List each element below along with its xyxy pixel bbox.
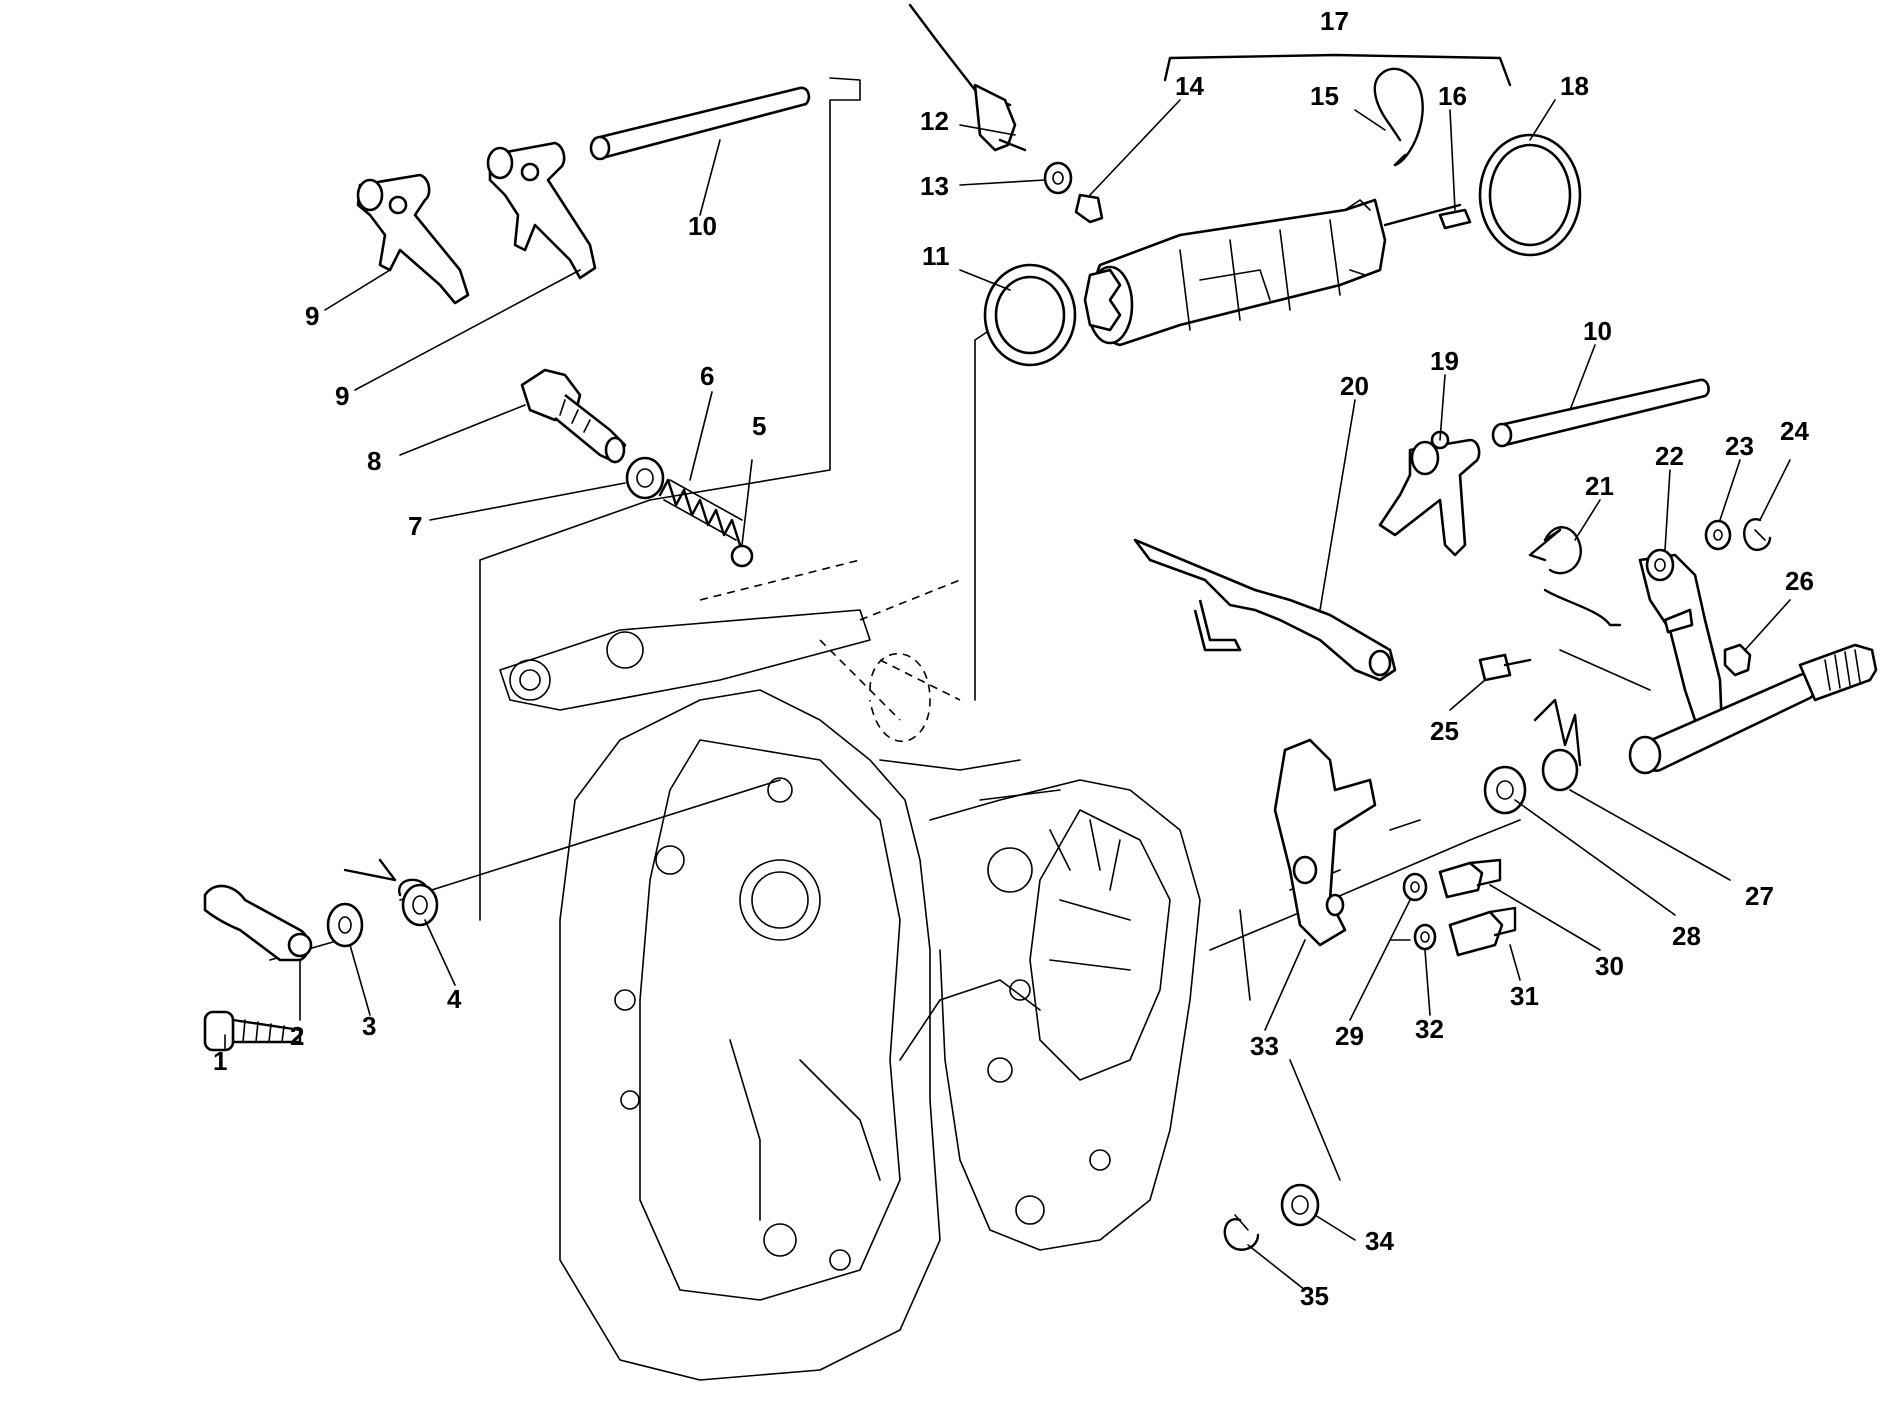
callout-12: 12 — [920, 106, 949, 136]
callout-19: 19 — [1430, 346, 1459, 376]
part-27-shift-shaft — [1533, 643, 1878, 792]
part-9-shift-fork-left — [356, 173, 470, 305]
callout-35: 35 — [1300, 1281, 1329, 1311]
callout-34: 34 — [1365, 1226, 1394, 1256]
part-1-bolt — [203, 1010, 302, 1052]
part-20-selector-arm — [1133, 538, 1397, 682]
crankcase-halves — [499, 559, 1201, 1381]
callout-8: 8 — [367, 446, 381, 476]
callout-20: 20 — [1340, 371, 1369, 401]
callout-5: 5 — [752, 411, 766, 441]
part-35-circlip — [1223, 1214, 1260, 1251]
callout-25: 25 — [1430, 716, 1459, 746]
part-13-washer — [1043, 161, 1073, 195]
part-31-bolt — [1448, 906, 1517, 957]
callout-18: 18 — [1560, 71, 1589, 101]
part-30-bolt — [1438, 858, 1502, 899]
callout-7: 7 — [408, 511, 422, 541]
part-33-plate — [1273, 738, 1377, 947]
callout-11: 11 — [922, 241, 950, 271]
callout-13: 13 — [920, 171, 949, 201]
callout-leader-lines — [224, 99, 1791, 1291]
part-34-washer — [1280, 1183, 1320, 1227]
part-16-dowel — [1438, 208, 1472, 230]
group-bracket-17 — [1163, 53, 1512, 87]
callout-27: 27 — [1745, 881, 1774, 911]
callout-26: 26 — [1785, 566, 1814, 596]
callout-labels: 1 2 3 4 5 6 7 8 9 9 10 10 11 12 13 14 15… — [213, 6, 1814, 1311]
part-28-washer — [1483, 765, 1527, 815]
part-25-bolt — [1478, 653, 1532, 682]
callout-3: 3 — [362, 1011, 376, 1041]
part-18-bearing-ring — [1478, 133, 1582, 257]
part-21-spring — [1528, 526, 1622, 627]
callout-9b: 9 — [335, 381, 349, 411]
part-2-retaining-plate — [203, 884, 313, 962]
part-4-spring — [343, 858, 439, 927]
callout-32: 32 — [1415, 1014, 1444, 1044]
part-6-spring — [658, 478, 743, 547]
callout-23: 23 — [1725, 431, 1754, 461]
part-19-shift-fork — [1378, 430, 1481, 557]
part-7-washer — [625, 456, 665, 500]
callout-1: 1 — [213, 1046, 227, 1076]
callout-14: 14 — [1175, 71, 1204, 101]
part-17-shift-drum — [1083, 198, 1462, 347]
part-32-washer — [1413, 923, 1437, 951]
part-29-washer — [1402, 872, 1428, 902]
callout-17: 17 — [1320, 6, 1349, 36]
callout-4: 4 — [447, 984, 462, 1014]
callout-16: 16 — [1438, 81, 1467, 111]
callout-15: 15 — [1310, 81, 1339, 111]
callout-33: 33 — [1250, 1031, 1279, 1061]
part-22-lever — [1638, 548, 1724, 737]
part-10-shaft-right — [1491, 378, 1710, 448]
callout-10a: 10 — [688, 211, 717, 241]
part-14-pin — [1074, 193, 1104, 224]
callout-21: 21 — [1585, 471, 1614, 501]
callout-2: 2 — [290, 1021, 304, 1051]
callout-9a: 9 — [305, 301, 319, 331]
callout-10b: 10 — [1583, 316, 1612, 346]
part-8-plug-bolt — [520, 368, 627, 464]
part-10-shaft-upper — [589, 86, 811, 161]
callout-29: 29 — [1335, 1021, 1364, 1051]
callout-28: 28 — [1672, 921, 1701, 951]
part-3-washer — [326, 902, 364, 948]
part-26-nut — [1723, 643, 1752, 677]
part-11-washer — [983, 263, 1077, 367]
part-15-circlip — [1373, 67, 1424, 167]
part-23-washer — [1704, 519, 1732, 551]
part-9-shift-fork-right — [486, 141, 597, 280]
part-24-circlip — [1743, 518, 1772, 552]
callout-6: 6 — [700, 361, 714, 391]
callout-31: 31 — [1510, 981, 1539, 1011]
callout-22: 22 — [1655, 441, 1684, 471]
part-5-ball — [730, 544, 754, 568]
callout-30: 30 — [1595, 951, 1624, 981]
callout-24: 24 — [1780, 416, 1809, 446]
